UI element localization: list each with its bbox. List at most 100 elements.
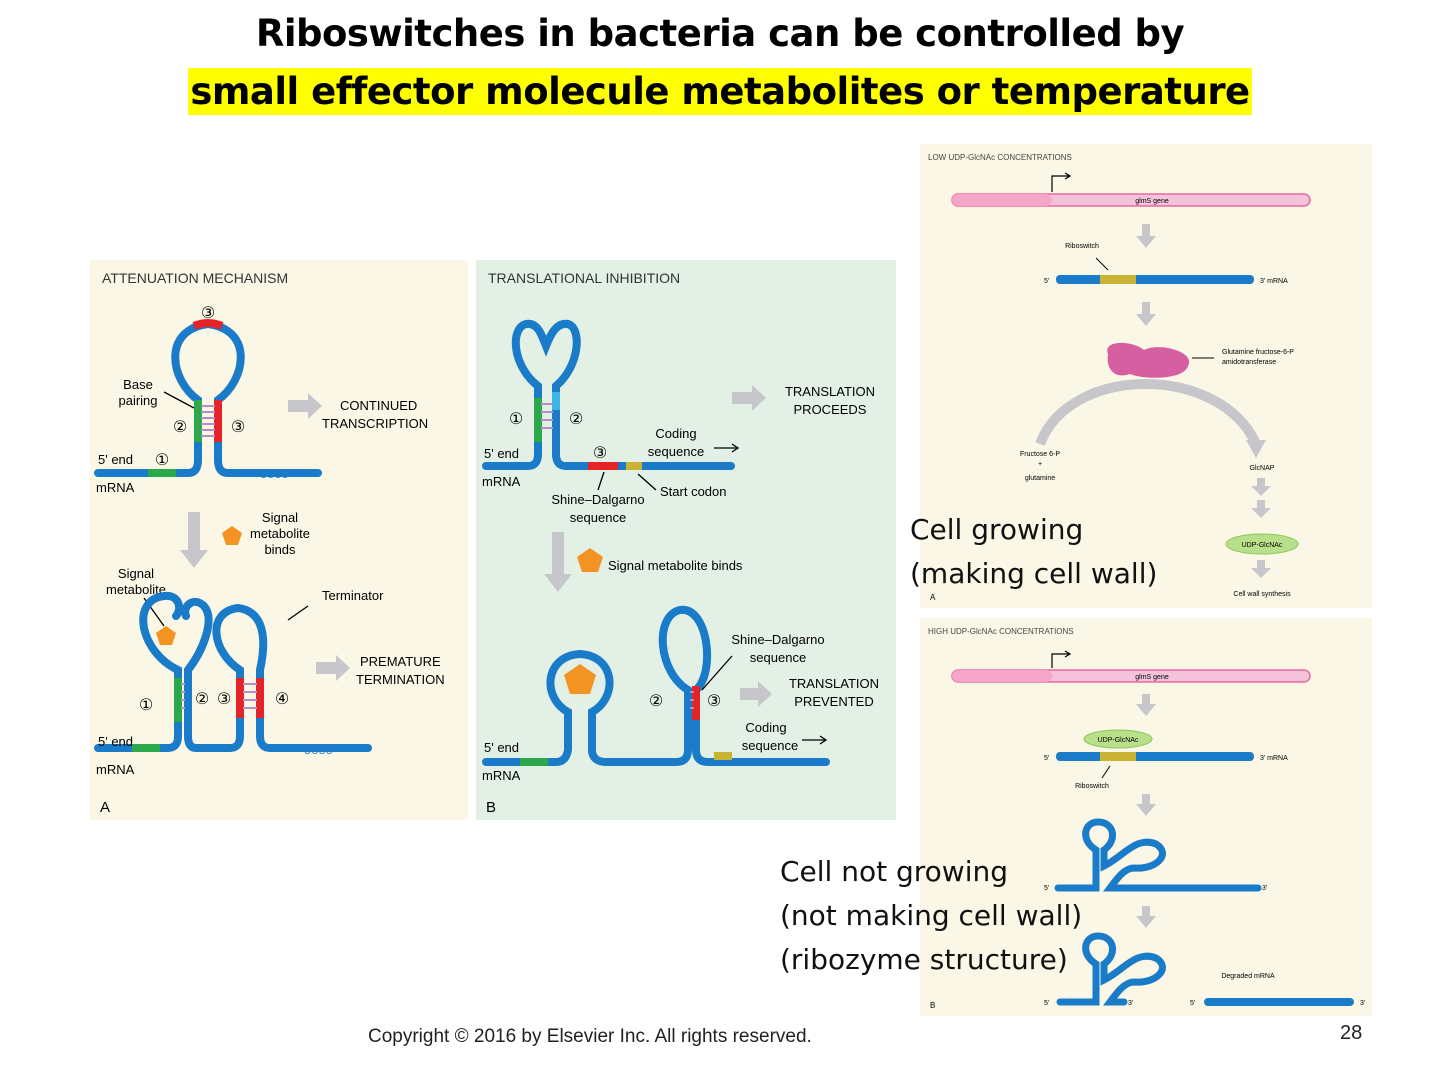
circled-3-b: ③ <box>593 445 607 462</box>
shine-dalgarno-1: Shine–Dalgarno <box>551 492 644 507</box>
udp-glcnac-ellipse-c <box>1225 533 1299 555</box>
translational-inhibition-panel: TRANSLATIONAL INHIBITION ① ② ③ 5' end mR… <box>476 260 896 820</box>
circled-3-b-bottom: ③ <box>707 693 721 710</box>
arrow-down-c4 <box>1251 500 1271 518</box>
three-prime-d2: 3' <box>1128 1000 1133 1007</box>
riboswitch-pointer-d <box>1101 765 1111 779</box>
signal-metabolite-label-2: metabolite <box>106 582 166 597</box>
arrow-down-a <box>180 512 208 568</box>
mrna-label-top: mRNA <box>96 480 135 495</box>
panel-letter-b: B <box>486 799 496 816</box>
page-number: 28 <box>1340 1022 1363 1044</box>
coding-seq-b-2: sequence <box>742 738 798 753</box>
circled-4-bottom: ④ <box>275 691 289 708</box>
promoter-arrow-icon <box>1051 172 1072 192</box>
substrate-3: glutamine <box>1025 475 1055 482</box>
cell-wall-label: Cell wall synthesis <box>1233 591 1291 598</box>
arrow-proceeds <box>732 385 766 411</box>
note-cell-growing: Cell growing (making cell wall) <box>910 513 1158 590</box>
udp-glcnac-ellipse-d <box>1083 729 1153 749</box>
attenuation-diagram: ATTENUATION MECHANISM ③ ② ③ ① Base pairi… <box>94 270 445 816</box>
arrow-down-c1 <box>1136 224 1156 248</box>
degraded-mrna-bar <box>1204 998 1354 1006</box>
five-prime-d4: 5' <box>1190 1000 1195 1007</box>
mrna-bar-d <box>1056 752 1254 761</box>
note-cell-not-growing: Cell not growing (not making cell wall) … <box>780 855 1083 976</box>
udp-label-d: UDP-GlcNAc <box>1098 737 1139 744</box>
circled-3-bottom: ③ <box>217 691 231 708</box>
premature-label-1: PREMATURE <box>360 654 441 669</box>
product-label: GlcNAP <box>1250 465 1275 472</box>
enzyme-icon <box>1107 342 1190 378</box>
hairpins-terminated <box>94 591 372 752</box>
five-prime-end-bottom: 5' end <box>98 734 133 749</box>
start-codon-label: Start codon <box>660 484 727 499</box>
sd-pointer-b <box>701 655 733 691</box>
five-prime-end-b: 5' end <box>484 446 519 461</box>
copyright-notice: Copyright © 2016 by Elsevier Inc. All ri… <box>368 1026 812 1047</box>
substrate-2: + <box>1038 461 1042 468</box>
signal-binds-b: Signal metabolite binds <box>608 558 743 573</box>
five-prime-end-b2: 5' end <box>484 740 519 755</box>
riboswitch-label-d: Riboswitch <box>1075 783 1109 790</box>
enzyme-label-1: Glutamine fructose-6-P <box>1222 349 1294 356</box>
five-prime-d3: 5' <box>1044 1000 1049 1007</box>
arrow-prevented <box>740 681 772 707</box>
circled-2-top: ② <box>173 419 187 436</box>
hairpins-blocked <box>482 605 830 766</box>
attenuation-heading: ATTENUATION MECHANISM <box>102 270 288 286</box>
five-prime-d2: 5' <box>1044 885 1049 892</box>
signal-binds-1: Signal <box>262 510 298 525</box>
reaction-arrowhead <box>1246 440 1266 458</box>
high-udp-panel: HIGH UDP-GlcNAc CONCENTRATIONS glmS gene… <box>920 618 1372 1016</box>
circled-1-top: ① <box>155 452 169 469</box>
panel-letter-d: B <box>930 1001 935 1010</box>
base-pairs-top <box>201 405 215 437</box>
continued-label-1: CONTINUED <box>340 398 417 413</box>
segment-loop <box>192 319 224 330</box>
arrow-down-d2 <box>1136 794 1156 816</box>
circled-2-b: ② <box>569 411 583 428</box>
metabolite-icon <box>222 526 242 545</box>
continued-label-2: TRANSCRIPTION <box>322 416 428 431</box>
signal-binds-3: binds <box>264 542 296 557</box>
riboswitch-label-c: Riboswitch <box>1065 243 1099 250</box>
udp-label-c: UDP-GlcNAc <box>1242 542 1283 549</box>
metabolite-icon-b <box>577 548 603 572</box>
shine-dalgarno-2: sequence <box>570 510 626 525</box>
promoter-segment-d <box>952 670 1052 682</box>
five-prime-d: 5' <box>1044 755 1049 762</box>
enzyme-label-2: amidotransferase <box>1222 359 1276 366</box>
coding-seq-2: sequence <box>648 444 704 459</box>
riboswitch-pointer-c <box>1095 257 1109 271</box>
high-udp-diagram: HIGH UDP-GlcNAc CONCENTRATIONS glmS gene… <box>928 627 1365 1010</box>
gene-label-d: glmS gene <box>1135 674 1169 681</box>
panel-letter-a: A <box>100 799 110 816</box>
riboswitch-seg-d <box>1100 752 1136 761</box>
uuuu-top: UUUU <box>260 470 289 481</box>
coding-arrow-icon-b <box>802 735 828 745</box>
substrate-1: Fructose 6-P <box>1020 451 1060 458</box>
signal-metabolite-label-1: Signal <box>118 566 154 581</box>
low-udp-panel: LOW UDP-GlcNAc CONCENTRATIONS glmS gene … <box>920 144 1372 608</box>
ribozyme-structure-2 <box>1056 932 1166 1006</box>
translation-proceeds-2: PROCEEDS <box>794 402 867 417</box>
three-prime-d3: 3' <box>1360 1000 1365 1007</box>
circled-1-b: ① <box>509 411 523 428</box>
gene-label-c: glmS gene <box>1135 198 1169 205</box>
base-pairs-b <box>541 403 553 429</box>
promoter-segment <box>952 194 1052 206</box>
translation-prevented-2: PREVENTED <box>794 694 873 709</box>
arrow-down-c5 <box>1251 560 1271 578</box>
base-pairs-bottom <box>181 683 257 709</box>
mrna-label-b: mRNA <box>482 474 521 489</box>
arrow-down-c2 <box>1136 302 1156 326</box>
translational-inhibition-diagram: TRANSLATIONAL INHIBITION ① ② ③ 5' end mR… <box>482 270 879 816</box>
low-udp-heading: LOW UDP-GlcNAc CONCENTRATIONS <box>928 153 1072 162</box>
shine-dalgarno-b-1: Shine–Dalgarno <box>731 632 824 647</box>
panel-letter-c: A <box>930 593 936 602</box>
coding-seq-1: Coding <box>655 426 696 441</box>
mrna-bar-c <box>1056 275 1254 284</box>
circled-1-bottom: ① <box>139 697 153 714</box>
base-pairing-pointer <box>163 391 195 409</box>
